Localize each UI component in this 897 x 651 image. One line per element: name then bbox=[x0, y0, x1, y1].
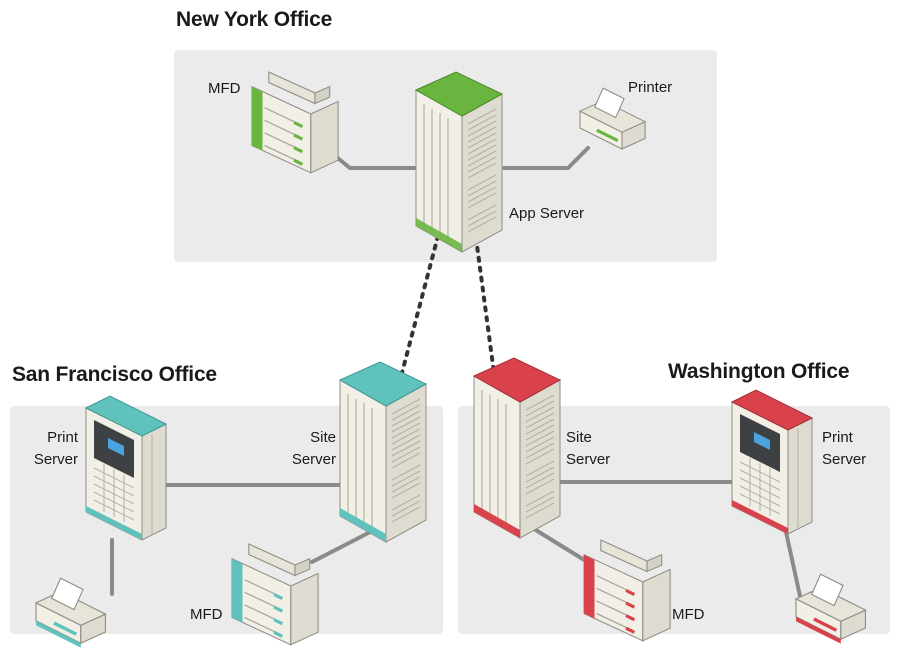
ny-app-server-label: App Server bbox=[509, 205, 585, 222]
wan-link-ny-wa bbox=[474, 236, 498, 390]
wa-print-server-label-line1: Print bbox=[822, 429, 853, 446]
ny-printer-icon bbox=[579, 87, 646, 150]
new-york-office-title: New York Office bbox=[176, 8, 333, 31]
ny-mfd-label: MFD bbox=[208, 80, 241, 97]
washington-office-title: Washington Office bbox=[668, 360, 850, 383]
wa-printer-icon bbox=[795, 573, 867, 644]
sf-site-server-label-line1: Site bbox=[310, 429, 336, 446]
wa-site-server-label-line2: Server bbox=[566, 451, 611, 468]
sf-mfd-icon bbox=[231, 543, 319, 646]
sf-mfd-label: MFD bbox=[190, 606, 223, 623]
wan-links bbox=[396, 234, 498, 390]
link-sf-site-mfd bbox=[310, 526, 380, 564]
sf-print-server-label-line2: Server bbox=[33, 451, 78, 468]
wan-link-ny-sf bbox=[396, 234, 440, 390]
lan-links bbox=[110, 146, 802, 598]
san-francisco-office-title: San Francisco Office bbox=[12, 363, 217, 386]
wa-site-server-label-line1: Site bbox=[566, 429, 592, 446]
ny-app-server-icon bbox=[414, 71, 504, 253]
sf-site-server-label: Site Server bbox=[270, 427, 336, 471]
wa-mfd-icon bbox=[583, 539, 671, 642]
link-ny-mfd-app-server bbox=[326, 148, 418, 170]
ny-mfd-icon bbox=[251, 71, 339, 174]
sf-print-server-icon bbox=[84, 395, 168, 541]
link-ny-app-server-printer bbox=[502, 146, 590, 170]
sf-printer-icon bbox=[35, 577, 107, 648]
wa-print-server-icon bbox=[730, 389, 814, 535]
wa-site-server-label: Site Server bbox=[566, 427, 610, 471]
link-wa-print-printer bbox=[784, 530, 802, 598]
sf-site-server-label-line2: Server bbox=[291, 451, 336, 468]
link-wa-site-mfd bbox=[524, 522, 596, 568]
wa-mfd-label: MFD bbox=[672, 606, 705, 623]
wa-print-server-label: Print Server bbox=[822, 427, 866, 471]
wa-print-server-label-line2: Server bbox=[822, 451, 867, 468]
wa-site-server-icon bbox=[472, 357, 562, 539]
sf-print-server-label-line1: Print bbox=[47, 429, 78, 446]
ny-printer-label: Printer bbox=[628, 79, 673, 96]
sf-site-server-icon bbox=[338, 361, 428, 543]
sf-print-server-label: Print Server bbox=[20, 427, 78, 471]
